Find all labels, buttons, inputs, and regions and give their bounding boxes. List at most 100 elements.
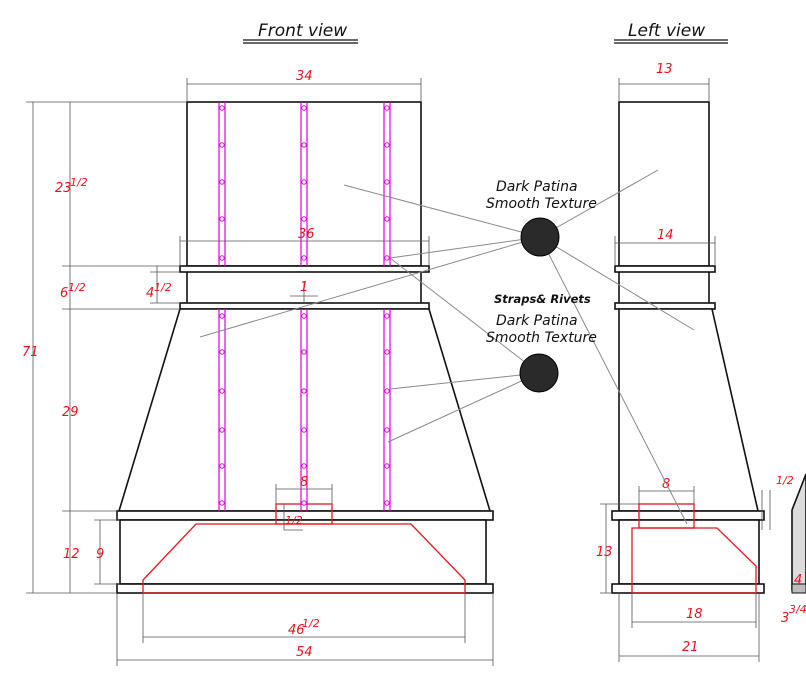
left-base [618,519,760,585]
callout-top-line2: Smooth Texture [486,196,597,212]
partial-right-view-strip [791,583,806,594]
left-view-title: Left view [628,21,705,41]
front-bottom-band [116,583,494,594]
strap [218,102,226,266]
dim-band-height-frac: 1/2 [68,281,86,294]
rivet [384,427,390,433]
callout-bottom: Straps& Rivets Dark Patina Smooth Textur… [486,292,597,393]
front-band-top [179,265,430,273]
dim-bottom-width: 54 [296,645,313,660]
rivet [219,313,225,319]
rivet [219,179,225,185]
strap [383,309,391,511]
rivet [219,349,225,355]
rivet [301,216,307,222]
dim-total-height: 71 [22,345,39,360]
strap [383,102,391,266]
dim-bottom-inner-frac: 1/2 [302,617,320,630]
rivet [301,500,307,506]
dark-patina-swatch-bottom [519,353,559,393]
left-view-title-group: Left view [614,21,728,44]
front-view-hood [116,101,494,594]
dim-taper-height: 29 [62,405,79,420]
rivet [301,463,307,469]
callout-bottom-line1: Dark Patina [496,313,578,329]
rivet [219,255,225,261]
dim-notch-width: 8 [300,475,308,490]
front-base [119,519,487,585]
left-band-top [614,265,716,273]
rivet [384,216,390,222]
left-tapered-body [618,308,760,512]
callout-straps-label: Straps& Rivets [494,292,591,306]
strap [300,102,308,266]
rivet [301,142,307,148]
rivet [301,179,307,185]
strap [218,309,226,511]
dim-left-top-depth: 13 [656,62,673,77]
rivet [384,179,390,185]
rivet [384,142,390,148]
dim-top-width: 34 [296,69,313,84]
rivet [301,388,307,394]
left-lower-band [611,510,765,521]
rivet [219,500,225,506]
front-dimension-lines [26,78,494,666]
rivet [384,313,390,319]
left-view-hood [611,101,806,594]
dim-base-inner-height: 9 [96,547,104,562]
dim-band-height-whole: 6 [60,286,68,301]
strap [300,309,308,511]
callout-bottom-line2: Smooth Texture [486,330,597,346]
dim-partial-frac: 3/4 [789,603,806,616]
dim-left-edge-frac: 1/2 [776,474,794,487]
dark-patina-swatch-top [520,217,560,257]
callout-top-line1: Dark Patina [496,179,578,195]
rivet [301,255,307,261]
rivet [219,427,225,433]
dim-base-height: 12 [63,547,80,562]
callout-leaders [199,169,695,525]
front-view-title: Front view [258,21,347,41]
rivet [219,216,225,222]
dim-partial-whole: 3 [781,611,789,626]
left-band-bottom [614,302,716,310]
dim-partial-4: 4 [794,573,802,588]
dim-left-base-height: 13 [596,545,613,560]
rivet [384,349,390,355]
left-bottom-band [611,583,765,594]
dim-bottom-inner-whole: 46 [288,623,305,638]
left-inner-profile [631,527,757,594]
rivet [301,427,307,433]
dim-chimney-height-frac: 1/2 [70,176,88,189]
rivet [301,105,307,111]
dim-band-width: 36 [298,227,315,242]
dim-left-band-depth: 14 [657,228,674,243]
rivet [219,463,225,469]
rivet [384,500,390,506]
rivet [219,142,225,148]
dim-left-bottom-depth: 21 [682,640,699,655]
front-view-title-group: Front view [243,21,358,44]
front-straps-rivets [218,102,391,511]
rivet [301,349,307,355]
rivet [301,313,307,319]
front-dimension-text: 34 36 71 23 1/2 6 1/2 4 1/2 1 29 12 9 8 … [22,69,320,660]
dim-gap: 1 [300,280,308,295]
rivet [384,255,390,261]
rivet [384,388,390,394]
dim-band-inner-whole: 4 [146,286,154,301]
rivet [384,105,390,111]
rivet [219,105,225,111]
dim-left-bottom-inner: 18 [686,607,703,622]
rivet [219,388,225,394]
dim-notch-frac: 1/2 [285,514,303,527]
left-notch [638,503,695,529]
dim-chimney-height-whole: 23 [55,181,72,196]
rivet [384,463,390,469]
callout-top: Dark Patina Smooth Texture [486,179,597,257]
front-lower-band [116,510,494,521]
dim-band-inner-frac: 1/2 [154,281,172,294]
left-dimension-lines [600,78,771,662]
